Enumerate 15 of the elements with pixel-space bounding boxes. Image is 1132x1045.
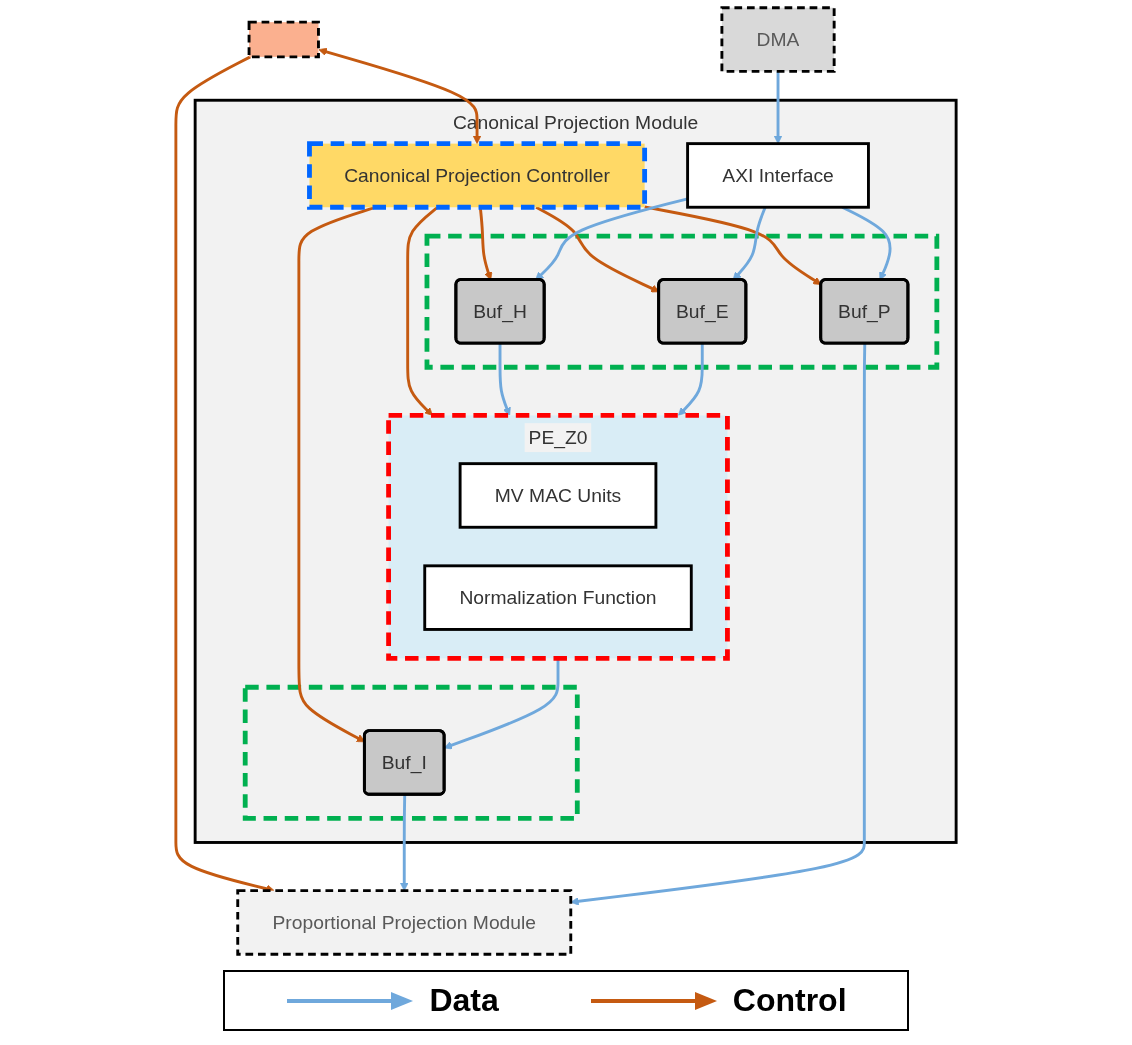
- arrow: [773, 71, 783, 144]
- node-box: MV MAC Units: [458, 462, 658, 529]
- arrow: [535, 197, 688, 281]
- legend-label: Data: [429, 982, 499, 1019]
- node-box: [247, 20, 320, 59]
- arrow: [570, 343, 867, 906]
- node-box: Proportional Projection Module: [236, 889, 573, 956]
- node-box: DMA: [720, 6, 836, 73]
- cluster: [424, 233, 940, 370]
- cluster: [242, 684, 580, 821]
- node-box: Canonical Projection Controller: [307, 141, 648, 210]
- node-box: Normalization Function: [423, 564, 693, 631]
- node-box: AXI Interface: [686, 142, 870, 209]
- legend-label: Control: [732, 982, 847, 1019]
- arrow: [644, 205, 822, 285]
